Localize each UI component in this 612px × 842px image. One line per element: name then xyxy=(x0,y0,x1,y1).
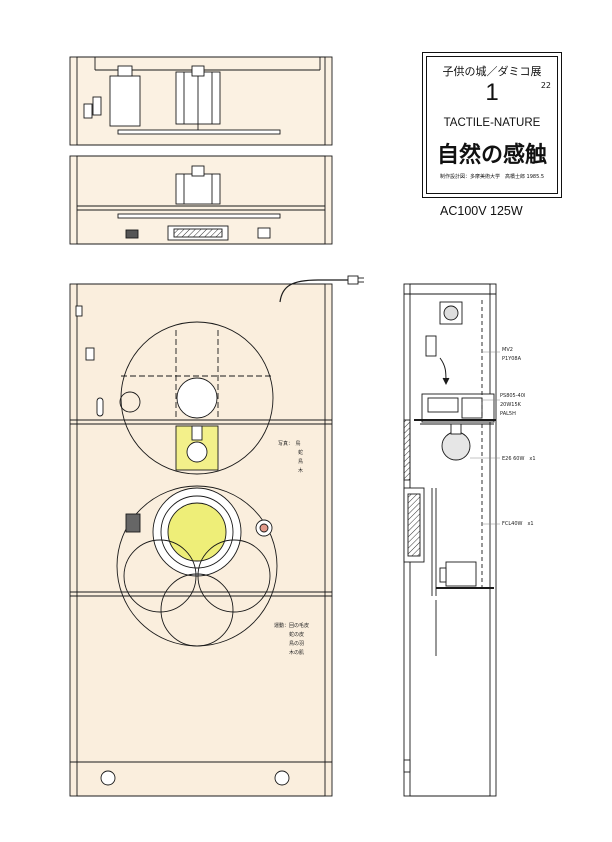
power-rating: AC100V 125W xyxy=(440,204,523,218)
designer-credit: 制作設計図：多摩美術大学 高橋士郎 1985.5 xyxy=(439,174,545,180)
series-title: 子供の城／ダミコ展 xyxy=(442,65,542,78)
front-note-upper: 写真： 鳥 蛇 鳥 木 xyxy=(278,441,304,474)
title-block: 子供の城／ダミコ展 1 22 TACTILE-NATURE 自然の感触 制作設計… xyxy=(422,52,562,198)
front-note-lower: 運動：回の毛皮 蛇の皮 鳥の羽 木の肌 xyxy=(274,623,310,656)
sheet-sub-number: 22 xyxy=(540,81,551,90)
title-english: TACTILE-NATURE xyxy=(443,117,541,129)
side-note-fluorescent: FCL40W x1 xyxy=(502,521,534,527)
top-section-view xyxy=(69,56,333,146)
title-block-frame xyxy=(426,56,558,194)
leader-lines xyxy=(470,351,500,525)
side-note-lamp: E26 60W x1 xyxy=(502,456,536,462)
title-japanese: 自然の感触 xyxy=(436,143,547,168)
side-note-gear: PS805-40l 20W15K PAL5H xyxy=(500,393,526,417)
middle-section-view xyxy=(69,155,333,245)
side-note-motor: MV2 P1Y08A xyxy=(502,347,522,362)
side-view xyxy=(403,283,497,797)
front-view xyxy=(69,275,364,797)
sheet-number: 1 xyxy=(485,79,499,106)
